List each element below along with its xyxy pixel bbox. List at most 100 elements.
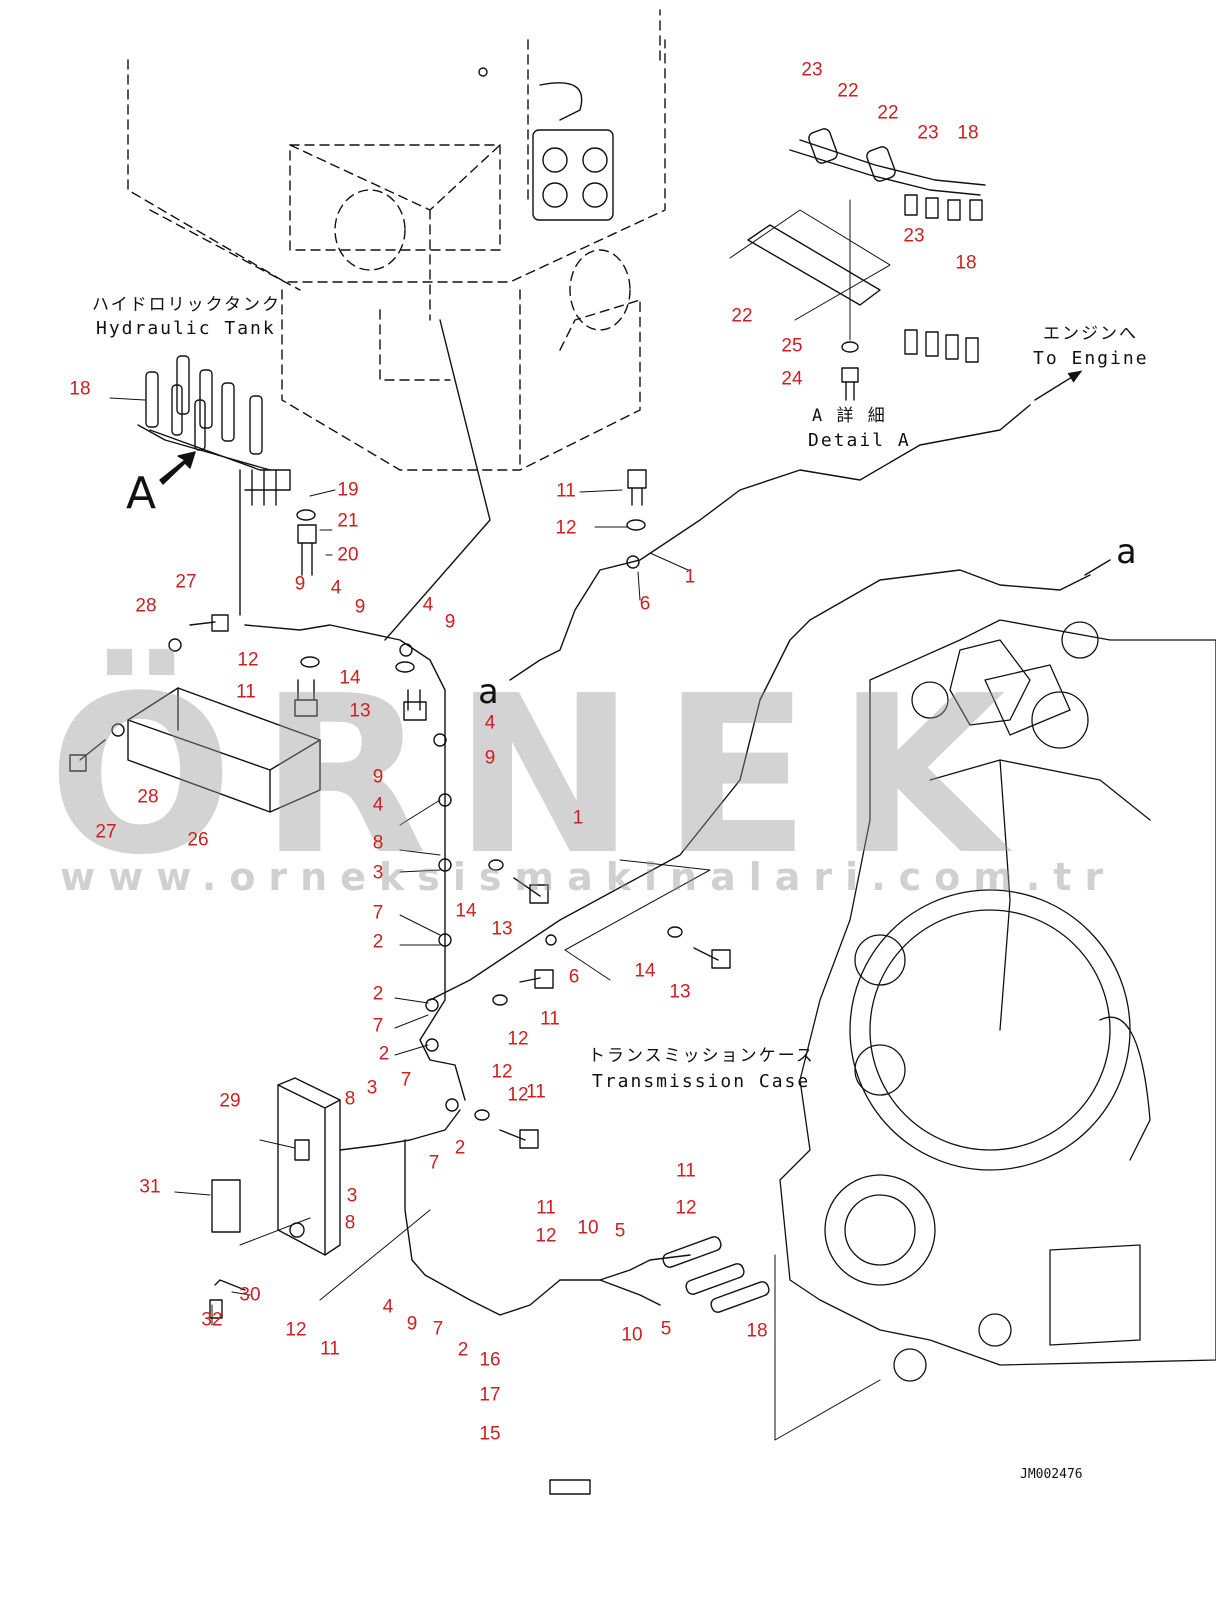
pressure-switch-cluster [137, 355, 291, 616]
callout-number: 12 [535, 1225, 557, 1247]
callout-number: 7 [428, 1152, 440, 1174]
transmission-case [779, 619, 1216, 1382]
ref-a-arrow-top [1084, 559, 1111, 576]
callout-number: 2 [372, 983, 384, 1005]
callout-number: 31 [139, 1176, 161, 1198]
callout-number: 1 [572, 807, 584, 829]
view-a-arrow [159, 451, 196, 485]
callout-number: 2 [457, 1339, 469, 1361]
callout-number: 18 [746, 1320, 768, 1342]
callout-number: 15 [479, 1423, 501, 1445]
detail-a-assembly [747, 128, 986, 401]
callout-number: 11 [540, 1008, 560, 1030]
callout-number: 11 [236, 681, 256, 703]
cover-guard [127, 687, 321, 813]
callout-number: 2 [454, 1137, 466, 1159]
to-engine-label-jp: エンジンへ [1043, 324, 1138, 344]
callout-number: 22 [731, 305, 753, 327]
harness-lower [339, 1109, 691, 1495]
callout-number: 23 [917, 122, 939, 144]
leader-lines [109, 199, 891, 1441]
callout-number: 2 [372, 931, 384, 953]
callout-number: 7 [372, 1015, 384, 1037]
callout-number: 5 [660, 1318, 672, 1340]
callout-number: 8 [344, 1212, 356, 1234]
callout-number: 23 [801, 59, 823, 81]
callout-number: 4 [382, 1296, 394, 1318]
callout-number: 21 [337, 510, 359, 532]
harness-upper [244, 404, 1091, 1101]
callout-number: 6 [568, 966, 580, 988]
callout-number: 4 [484, 712, 496, 734]
callout-number: 11 [536, 1197, 556, 1219]
callout-number: 14 [455, 900, 477, 922]
hydraulic-tank-outline [127, 9, 666, 471]
transmission-label-jp: トランスミッションケース [588, 1046, 815, 1066]
callout-number: 10 [577, 1217, 599, 1239]
callout-number: 13 [349, 700, 371, 722]
callout-number: 28 [135, 595, 157, 617]
callout-number: 25 [781, 335, 803, 357]
sensor-group-right [662, 1236, 770, 1313]
callout-number: 22 [837, 80, 859, 102]
callout-number: 12 [491, 1061, 513, 1083]
callout-number: 9 [372, 766, 384, 788]
ref-a-mid-letter: a [478, 672, 499, 712]
callout-number: 3 [372, 862, 384, 884]
callout-number: 7 [432, 1318, 444, 1340]
callout-number: 12 [507, 1084, 529, 1106]
callout-number: 12 [285, 1319, 307, 1341]
bolts [69, 469, 731, 1149]
callout-number: 12 [507, 1028, 529, 1050]
callout-number: 13 [491, 918, 513, 940]
callout-number: 11 [676, 1160, 696, 1182]
harness-clamps [399, 555, 640, 1112]
to-engine-arrow [1034, 370, 1083, 401]
transmission-label-en: Transmission Case [592, 1071, 811, 1092]
callout-number: 8 [344, 1088, 356, 1110]
callout-number: 4 [372, 794, 384, 816]
callout-number: 6 [639, 593, 651, 615]
callout-number: 19 [337, 479, 359, 501]
hydraulic-tank-label-jp: ハイドロリックタンク [92, 295, 281, 315]
callout-number: 9 [484, 747, 496, 769]
callout-number: 3 [346, 1185, 358, 1207]
ref-a-arrow-mid [509, 659, 541, 681]
callout-number: 9 [354, 596, 366, 618]
ref-a-top-letter: a [1116, 532, 1137, 572]
watermark-url: www.orneksismakinalari.com.tr [60, 855, 1117, 899]
callout-number: 12 [237, 649, 259, 671]
callout-number: 8 [372, 832, 384, 854]
hydraulic-tank-label-en: Hydraulic Tank [96, 318, 276, 339]
callout-number: 27 [95, 821, 117, 843]
callout-number: 22 [877, 102, 899, 124]
callout-number: 5 [614, 1220, 626, 1242]
callout-number: 24 [781, 368, 803, 390]
callout-number: 4 [330, 577, 342, 599]
callout-number: 3 [366, 1077, 378, 1099]
callout-number: 17 [479, 1384, 501, 1406]
controller-box [209, 1077, 341, 1319]
callout-number: 28 [137, 786, 159, 808]
drawing-code: JM002476 [1020, 1467, 1083, 1482]
watermark-brand: ÖRNEK [48, 650, 1032, 903]
detail-a-label-jp: A 詳 細 [812, 406, 887, 426]
to-engine-label-en: To Engine [1033, 348, 1149, 369]
detail-a-label-en: Detail A [808, 430, 911, 451]
callout-number: 18 [69, 378, 91, 400]
callout-number: 14 [634, 960, 656, 982]
tank-fitting [478, 67, 614, 221]
leader-tank [384, 319, 491, 641]
callout-number: 2 [378, 1043, 390, 1065]
callout-number: 13 [669, 981, 691, 1003]
callout-number: 29 [219, 1090, 241, 1112]
callout-number: 12 [555, 517, 577, 539]
callout-number: 12 [675, 1197, 697, 1219]
view-a-letter: A [126, 468, 157, 519]
callout-number: 7 [372, 902, 384, 924]
callout-number: 10 [621, 1324, 643, 1346]
callout-number: 23 [903, 225, 925, 247]
callout-number: 30 [239, 1284, 261, 1306]
callout-number: 4 [422, 594, 434, 616]
